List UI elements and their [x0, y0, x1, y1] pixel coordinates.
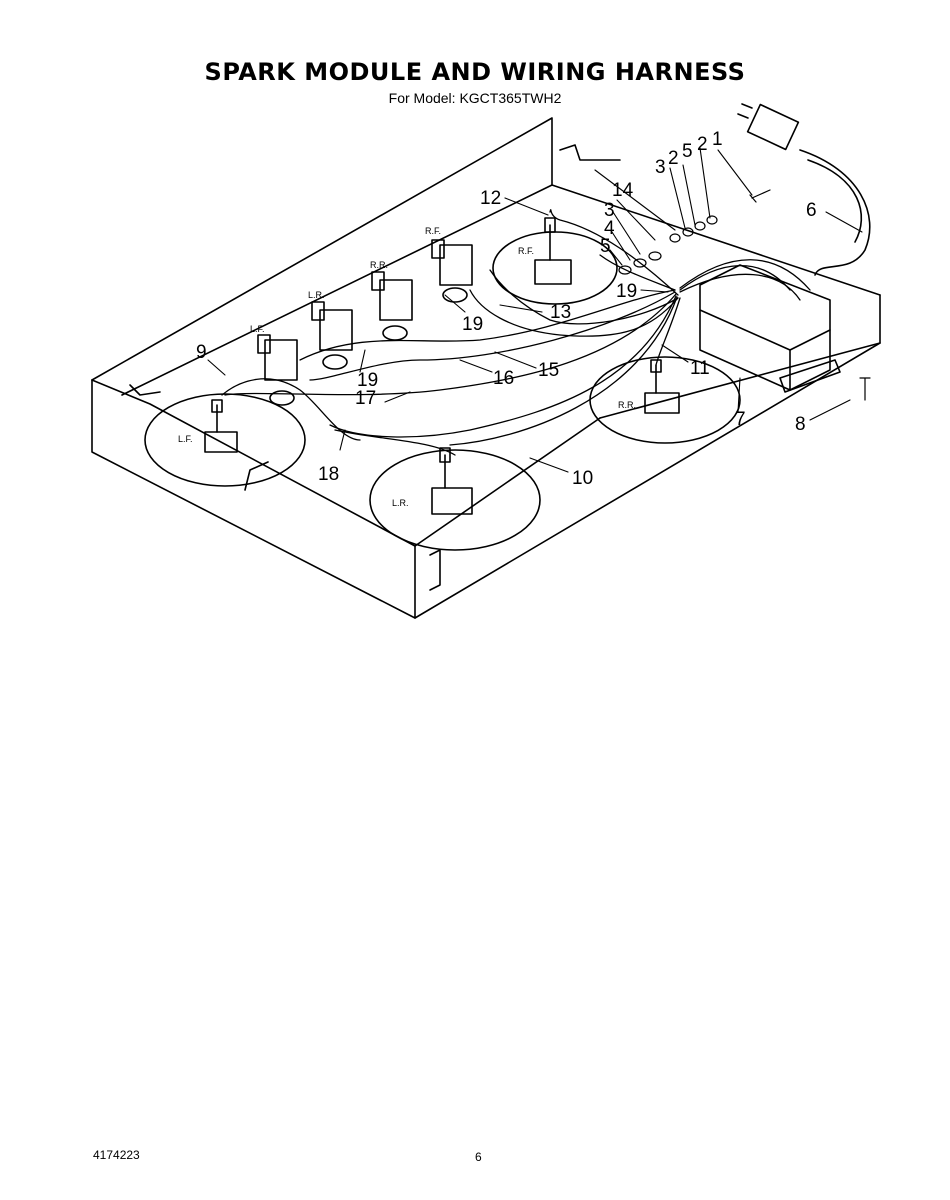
- callout-4: 4: [604, 218, 615, 239]
- callout-17: 17: [355, 388, 376, 409]
- callout-2-right: 2: [668, 148, 679, 169]
- switch-right-rear: [371, 271, 413, 341]
- igniter-left-rear: [431, 447, 473, 515]
- position-labels: L.F. L.R. R.R. R.F. L.F. L.R. R.R. R.F.: [178, 226, 636, 508]
- burner-ring-left-rear: [369, 449, 541, 551]
- callout-labels: 12 14 3 4 5 19 13 3 2 5 2 1 6 7 8 9 10 1…: [196, 129, 817, 489]
- switch-left-rear: [311, 301, 353, 370]
- label-rr-switch: R.R.: [370, 260, 388, 270]
- label-rf-switch: R.F.: [425, 226, 441, 236]
- hardware-fasteners: [618, 189, 871, 401]
- page-title: SPARK MODULE AND WIRING HARNESS: [204, 58, 746, 86]
- callout-15: 15: [538, 360, 559, 381]
- cooktop-tray: [91, 117, 881, 619]
- spark-module: [699, 264, 841, 393]
- model-subtitle: For Model: KGCT365TWH2: [388, 90, 562, 106]
- callout-18: 18: [318, 464, 339, 485]
- igniter-right-rear: [644, 359, 680, 414]
- callout-1: 1: [712, 129, 723, 150]
- callout-11: 11: [690, 358, 710, 379]
- callout-16: 16: [493, 368, 514, 389]
- callout-12: 12: [480, 188, 501, 209]
- callout-3-right: 3: [655, 157, 666, 178]
- callout-19-upper: 19: [462, 314, 483, 335]
- page-number: 6: [475, 1150, 482, 1164]
- callout-3-left: 3: [604, 200, 615, 221]
- callout-5-left: 5: [600, 236, 611, 257]
- callout-leaders: [207, 147, 863, 473]
- switch-left-front: [257, 334, 298, 406]
- burner-ring-right-front: [492, 231, 618, 305]
- label-lf-burner: L.F.: [178, 434, 193, 444]
- callout-8: 8: [795, 414, 806, 435]
- callout-19-lower: 19: [357, 370, 378, 391]
- callout-13: 13: [550, 302, 571, 323]
- document-number: 4174223: [93, 1148, 140, 1162]
- label-rf-burner: R.F.: [518, 246, 534, 256]
- callout-5-right: 5: [682, 141, 693, 162]
- power-cord: [737, 103, 871, 276]
- switch-right-front: [431, 239, 473, 303]
- callout-9: 9: [196, 342, 207, 363]
- callout-7: 7: [735, 409, 746, 430]
- label-rr-burner: R.R.: [618, 400, 636, 410]
- label-lf-switch: L.F.: [250, 324, 265, 334]
- label-lr-switch: L.R.: [308, 290, 325, 300]
- igniter-left-front: [204, 399, 238, 453]
- label-lr-burner: L.R.: [392, 498, 409, 508]
- wire-harness: [221, 209, 811, 456]
- callout-20: 19: [616, 281, 637, 302]
- callout-6: 6: [806, 200, 817, 221]
- igniter-right-front: [534, 217, 572, 285]
- callout-10: 10: [572, 468, 593, 489]
- callout-14: 14: [612, 180, 634, 201]
- burner-ring-left-front: [144, 393, 306, 487]
- callout-2: 2: [697, 134, 708, 155]
